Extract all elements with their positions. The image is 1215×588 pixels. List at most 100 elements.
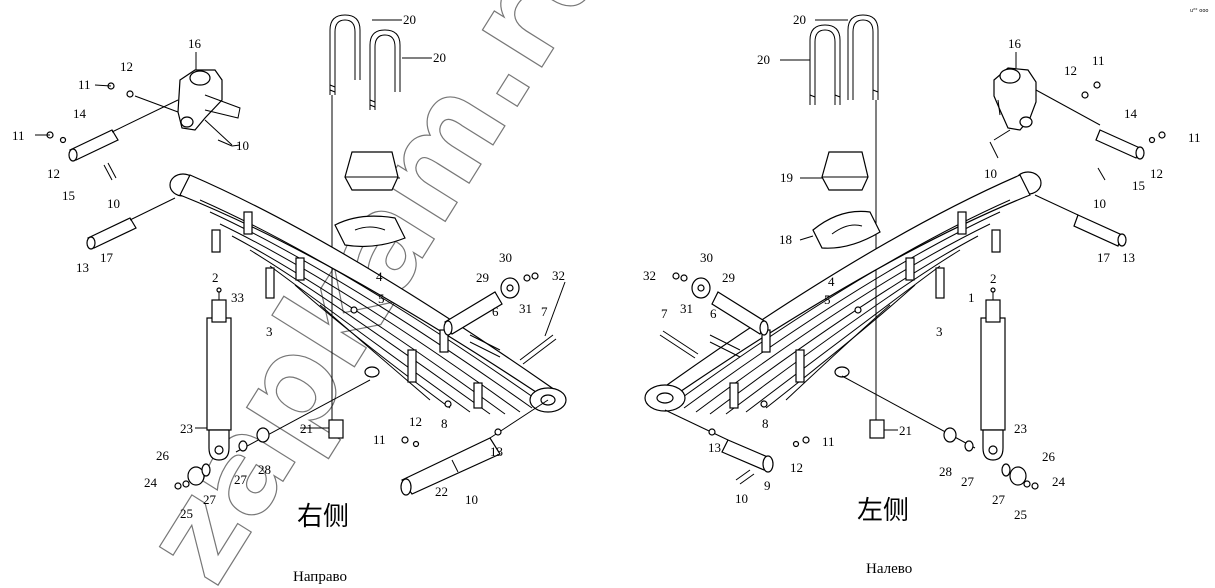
callout: 15 — [1132, 178, 1145, 193]
bump-stop-21-left — [869, 419, 885, 439]
callout: 29 — [722, 270, 735, 285]
callout: 30 — [499, 250, 512, 265]
callout: 11 — [1188, 130, 1201, 145]
shock-absorber-right — [206, 287, 232, 461]
cushion-18-left — [812, 210, 881, 249]
callout: 27 — [961, 474, 975, 489]
callout: 31 — [680, 301, 693, 316]
cushion-19 — [344, 151, 399, 191]
washer-27d-left — [1001, 463, 1011, 477]
pin-left-14 — [1095, 129, 1145, 160]
callout: 17 — [1097, 250, 1111, 265]
caption-right-side-cn: 右侧 — [297, 502, 349, 532]
pin-right-14 — [68, 129, 119, 162]
callout: 11 — [12, 128, 25, 143]
u-bolt-right-1 — [329, 14, 361, 95]
callout: 11 — [822, 434, 835, 449]
callout: 10 — [465, 492, 478, 507]
u-bolt-left-1 — [809, 24, 841, 105]
callout: 17 — [100, 250, 114, 265]
washer-28 — [256, 427, 270, 443]
callout: 16 — [188, 36, 202, 51]
leaf-spring-right — [169, 173, 567, 415]
callout: 4 — [828, 274, 835, 289]
callout: 14 — [73, 106, 87, 121]
callout: 9 — [764, 478, 771, 493]
callout: 13 — [708, 440, 721, 455]
callout: 24 — [144, 475, 158, 490]
bushing-26 — [187, 466, 205, 486]
callout: 10 — [1093, 196, 1106, 211]
pin-right-29 — [443, 291, 503, 336]
callout: 32 — [643, 268, 656, 283]
callout: 7 — [541, 304, 548, 319]
callout: 23 — [1014, 421, 1027, 436]
callout: 5 — [824, 292, 831, 307]
cushion-19-left — [821, 151, 869, 191]
callout: 31 — [519, 301, 532, 316]
callout: 6 — [492, 304, 499, 319]
callout: 10 — [735, 491, 748, 506]
caption-left-side-cn: 左侧 — [857, 496, 909, 526]
callout: 30 — [700, 250, 713, 265]
u-bolt-left-2 — [847, 14, 879, 100]
nut-24-left — [1031, 482, 1039, 490]
callout: 12 — [1064, 63, 1077, 78]
callout: 10 — [984, 166, 997, 181]
callout: 12 — [47, 166, 60, 181]
right-side-assembly — [35, 14, 567, 496]
washer-27c-left — [964, 440, 974, 452]
callout: 21 — [899, 423, 912, 438]
callouts-right-side: 20 20 16 11 12 14 10 11 12 15 10 13 17 2… — [12, 12, 565, 521]
callout: 25 — [180, 506, 193, 521]
callout: 10 — [107, 196, 120, 211]
washer-25 — [182, 480, 190, 488]
callout: 21 — [300, 421, 313, 436]
u-bolt-right-2 — [369, 29, 401, 110]
callout: 5 — [378, 291, 385, 306]
callout: 26 — [1042, 449, 1056, 464]
callout: 23 — [180, 421, 193, 436]
nut-24 — [174, 482, 182, 490]
washer-25-left — [1023, 480, 1031, 488]
shackle-left — [993, 67, 1037, 131]
callout: 26 — [156, 448, 170, 463]
callout: 13 — [1122, 250, 1135, 265]
pin-left-17 — [1073, 214, 1127, 247]
callout: 19 — [780, 170, 793, 185]
callout: 4 — [376, 269, 383, 284]
callout: 2 — [990, 271, 997, 286]
callout: 10 — [236, 138, 249, 153]
bolt-right-10 — [103, 162, 117, 181]
callout: 12 — [790, 460, 803, 475]
callout: 11 — [1092, 53, 1105, 68]
callout: 12 — [409, 414, 422, 429]
callout: 2 — [212, 270, 219, 285]
callout: 8 — [441, 416, 448, 431]
callout: 27 — [234, 472, 248, 487]
callout: 8 — [762, 416, 769, 431]
callout: 28 — [258, 462, 271, 477]
callout: 12 — [1150, 166, 1163, 181]
callout: 6 — [710, 306, 717, 321]
washer-27b — [238, 440, 248, 452]
callout: 13 — [490, 444, 503, 459]
callout: 32 — [552, 268, 565, 283]
callout: 11 — [78, 77, 91, 92]
callout: 3 — [936, 324, 943, 339]
callout: 15 — [62, 188, 75, 203]
left-side-assembly — [644, 14, 1166, 490]
callout: 20 — [793, 12, 806, 27]
bump-stop-21 — [328, 419, 344, 439]
pin-left-9 — [721, 439, 774, 473]
callout: 22 — [435, 484, 448, 499]
callout: 29 — [476, 270, 489, 285]
caption-right-side-ru: Направо — [293, 569, 347, 585]
shackle-right — [177, 69, 241, 131]
callout: 20 — [757, 52, 770, 67]
callout: 20 — [403, 12, 416, 27]
washer-28-left — [943, 427, 957, 443]
callout: 24 — [1052, 474, 1066, 489]
